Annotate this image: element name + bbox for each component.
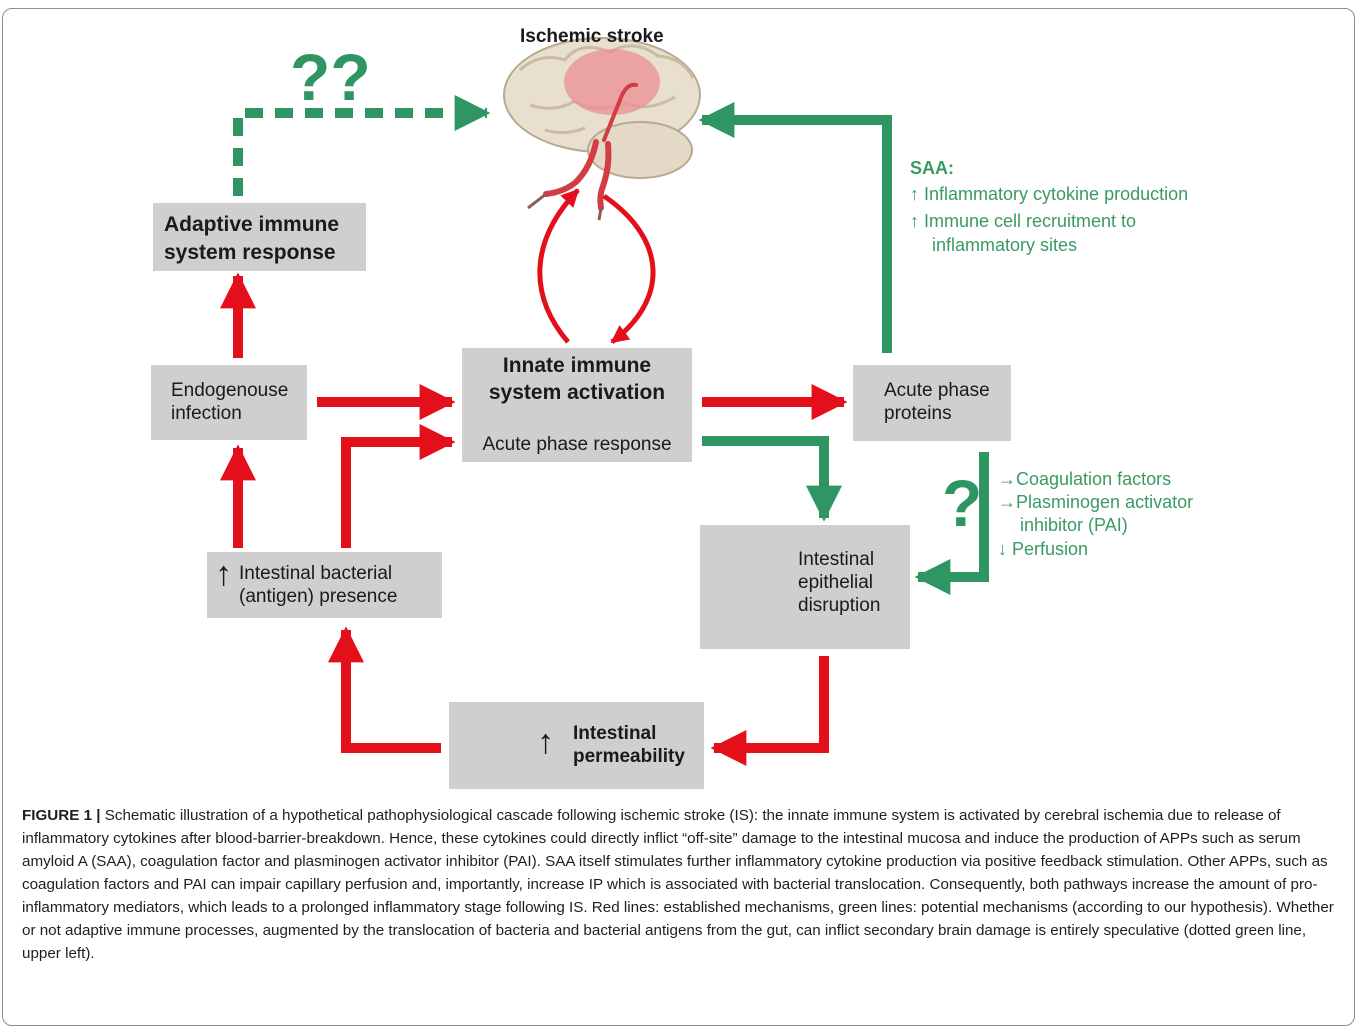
endogenous-line1: Endogenouse bbox=[171, 380, 289, 401]
increase-arrow-permeability: ↑ bbox=[537, 723, 554, 761]
coag-item-pai: →Plasminogen activator bbox=[998, 492, 1194, 512]
acute-phase-response-label: Acute phase response bbox=[482, 434, 672, 455]
permeability-line2: permeability bbox=[573, 746, 685, 767]
adaptive-immune-response-box: Adaptive immune system response bbox=[153, 203, 366, 271]
endogenous-infection-box: Endogenouse infection bbox=[151, 365, 307, 440]
figure-frame bbox=[2, 8, 1355, 1026]
epithelial-line1: Intestinal bbox=[798, 549, 875, 570]
bacterial-line1: Intestinal bacterial bbox=[239, 563, 393, 584]
saa-item-recruitment: ↑ Immune cell recruitment to bbox=[910, 211, 1137, 231]
acute-proteins-line1: Acute phase bbox=[884, 380, 990, 401]
coagulation-question-mark: ? bbox=[942, 466, 983, 540]
brain-illustration bbox=[503, 37, 701, 221]
diagram: Ischemic stroke ?? ? Adaptive immune sys… bbox=[151, 26, 1194, 789]
increase-arrow-bacterial: ↑ bbox=[215, 555, 232, 593]
caption-label: FIGURE 1 | bbox=[22, 807, 101, 824]
epithelial-line3: disruption bbox=[798, 595, 881, 616]
coag-item-factors: →Coagulation factors bbox=[998, 469, 1172, 489]
saa-item-cytokine: ↑ Inflammatory cytokine production bbox=[910, 184, 1189, 204]
diagram-connectors bbox=[220, 37, 989, 776]
endogenous-line2: infection bbox=[171, 403, 242, 424]
permeability-line1: Intestinal bbox=[573, 723, 657, 744]
acute-phase-proteins-box: Acute phase proteins bbox=[853, 365, 1011, 441]
saa-title: SAA: bbox=[910, 158, 954, 178]
coag-item-perfusion: ↓ Perfusion bbox=[998, 539, 1089, 559]
acute-proteins-line2: proteins bbox=[884, 403, 952, 424]
adaptive-line2: system response bbox=[164, 241, 336, 264]
intestinal-permeability-box: ↑ Intestinal permeability bbox=[449, 702, 704, 789]
epithelial-disruption-box: Intestinal epithelial disruption bbox=[700, 525, 910, 649]
intestinal-bacterial-presence-box: ↑ Intestinal bacterial (antigen) presenc… bbox=[207, 552, 442, 618]
ischemic-stroke-title: Ischemic stroke bbox=[520, 26, 664, 47]
innate-immune-activation-box: Innate immune system activation Acute ph… bbox=[462, 348, 692, 462]
bacterial-line2: (antigen) presence bbox=[239, 586, 398, 607]
innate-line2: system activation bbox=[488, 381, 666, 404]
epithelial-line2: epithelial bbox=[798, 572, 873, 593]
speculative-question-marks: ?? bbox=[290, 40, 371, 114]
innate-line1: Innate immune bbox=[502, 354, 652, 377]
saa-item-recruitment-cont: inflammatory sites bbox=[932, 235, 1078, 255]
coag-item-pai-cont: inhibitor (PAI) bbox=[1020, 515, 1128, 535]
figure-caption: FIGURE 1 | Schematic illustration of a h… bbox=[22, 804, 1340, 965]
caption-text: Schematic illustration of a hypothetical… bbox=[22, 807, 1334, 962]
adaptive-line1: Adaptive immune bbox=[164, 213, 340, 236]
